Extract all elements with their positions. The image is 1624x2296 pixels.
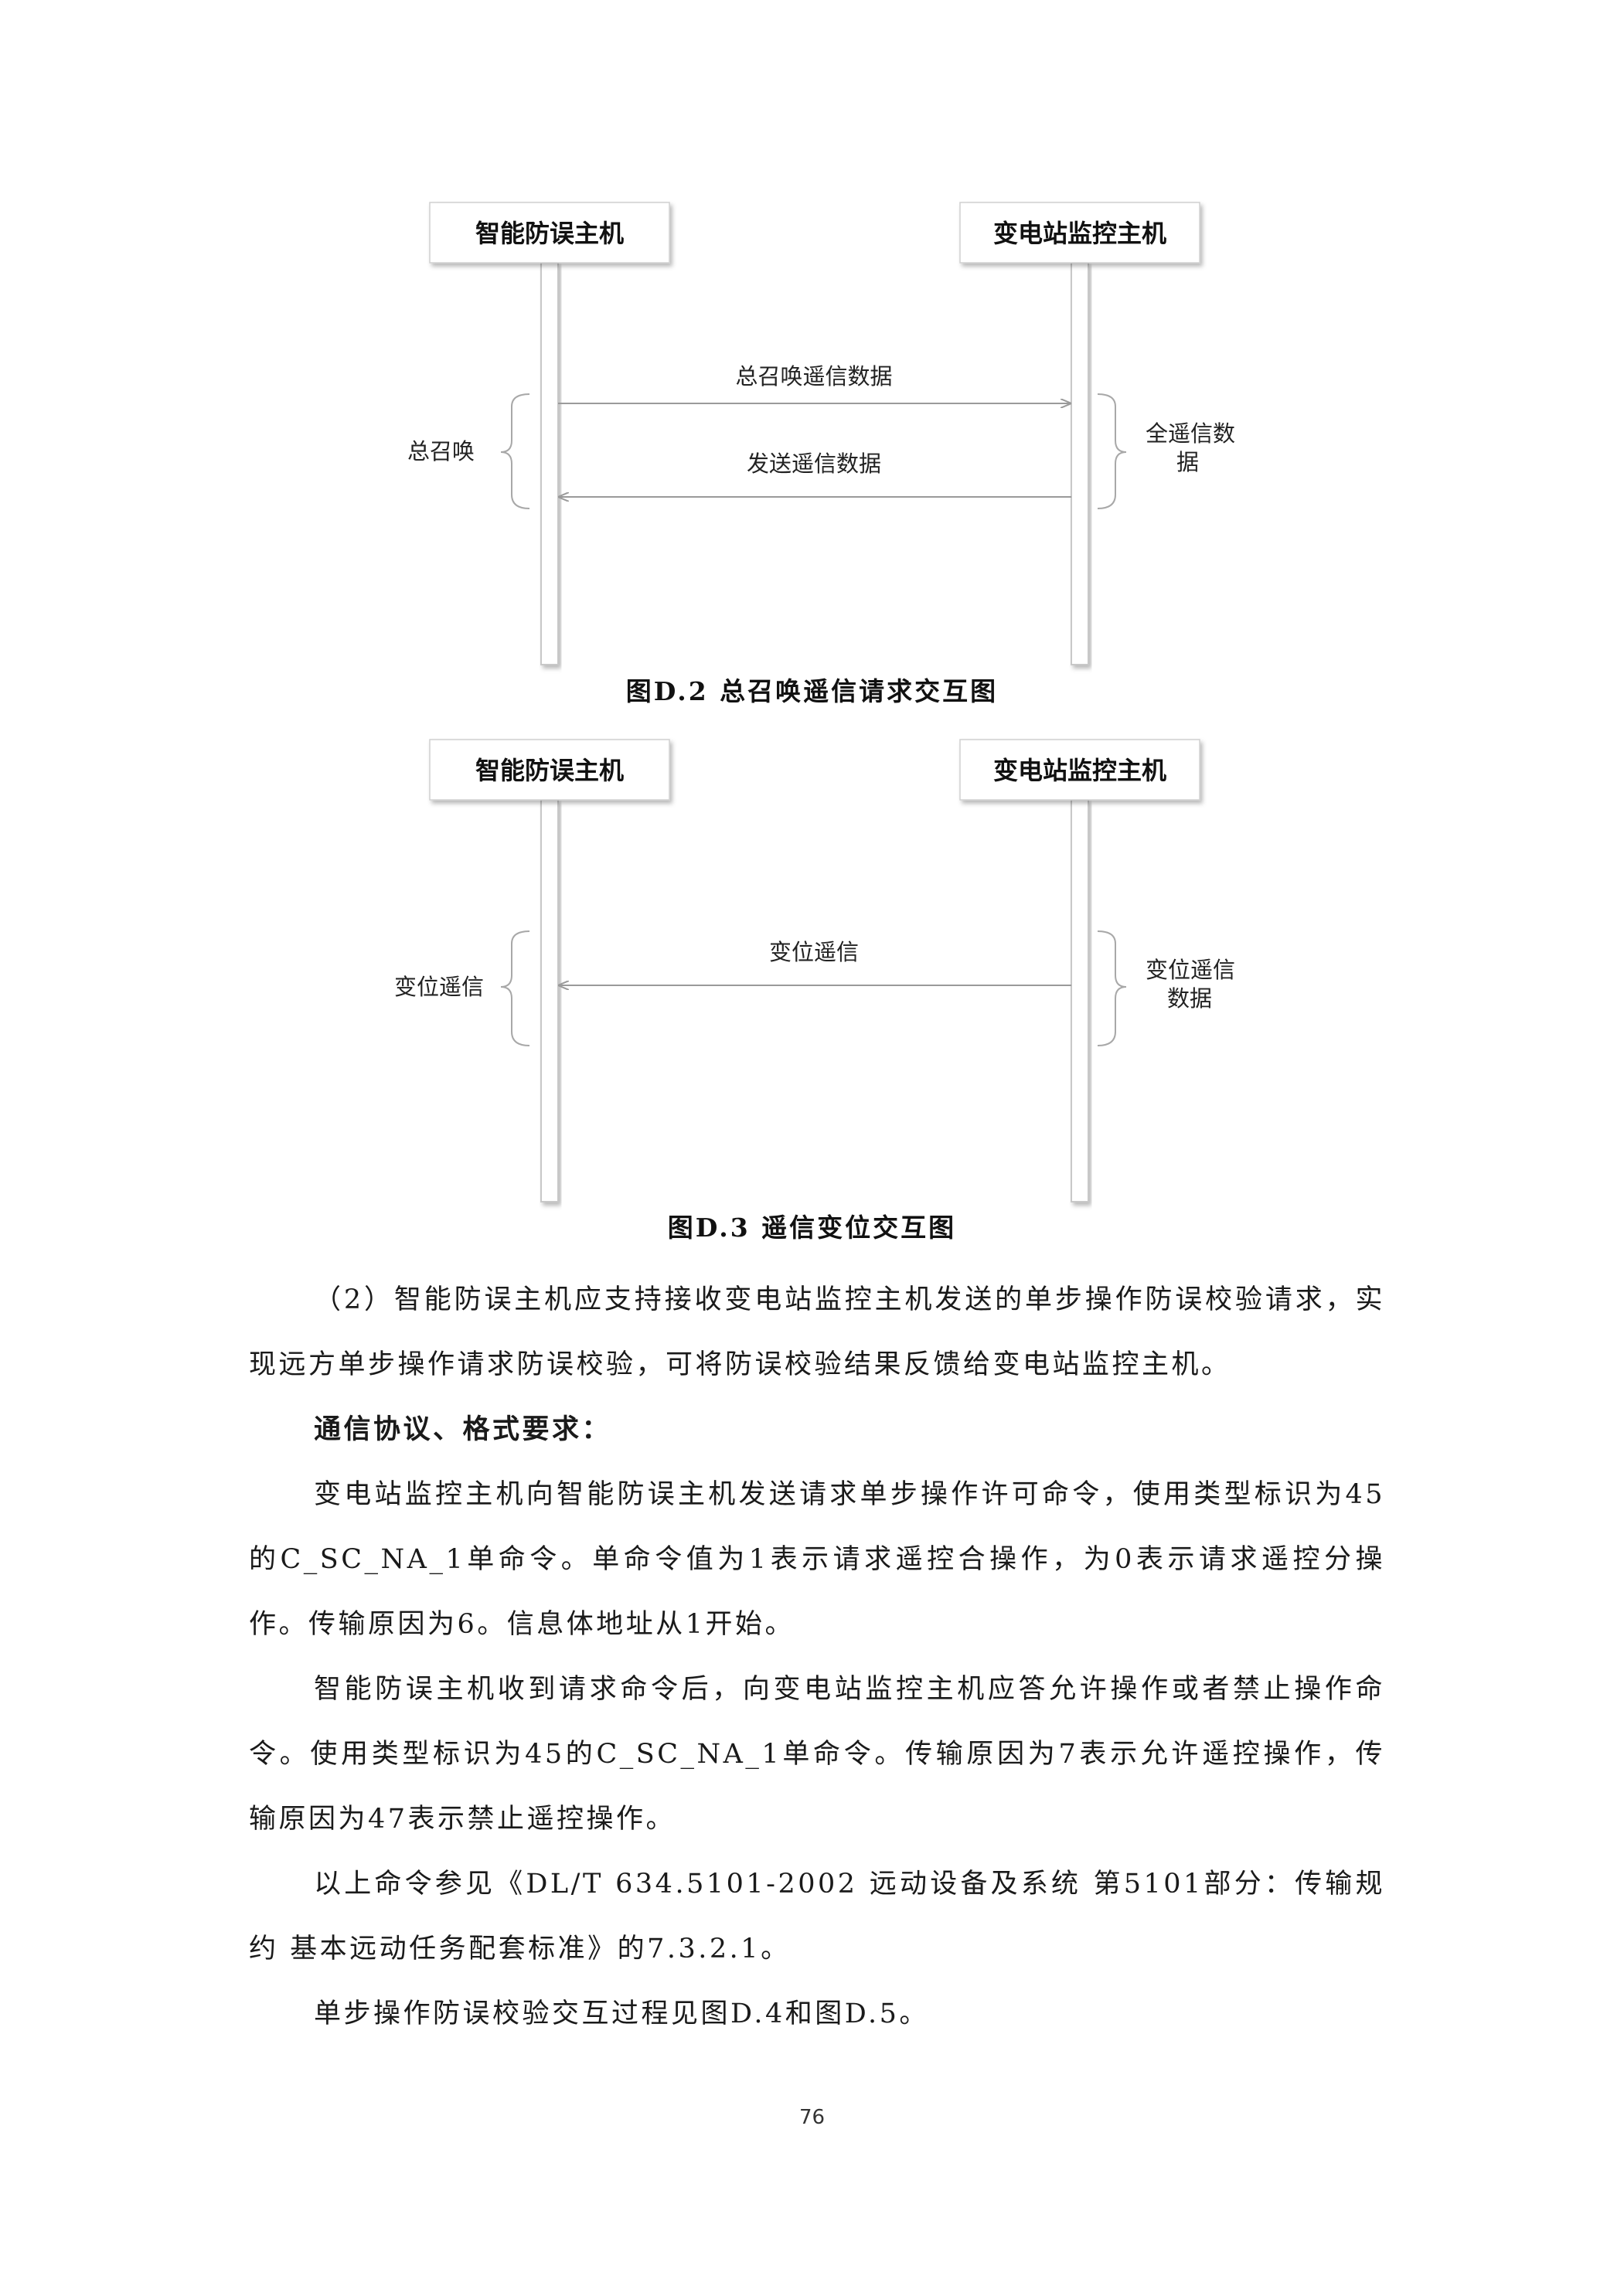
figure-caption-d3: 图D.3 遥信变位交互图: [667, 1213, 957, 1243]
paragraph-1: （2）智能防误主机应支持接收变电站监控主机发送的单步操作防误校验请求，实现远方单…: [249, 1284, 1385, 1380]
message-label-1: 总召唤遥信数据: [735, 363, 892, 389]
left-header: 智能防误主机: [475, 219, 624, 248]
left-header-box: [429, 739, 670, 801]
left-lifeline: [540, 799, 559, 1202]
right-side-label-line2: 据: [1176, 449, 1199, 475]
message-label-2: 发送遥信数据: [747, 451, 881, 477]
right-brace: [1097, 393, 1127, 509]
figure-caption-d2: 图D.2 总召唤遥信请求交互图: [625, 676, 999, 706]
section-heading: 通信协议、格式要求：: [314, 1413, 612, 1445]
right-side-label-line1: 变位遥信: [1146, 957, 1235, 983]
body-text: （2）智能防误主机应支持接收变电站监控主机发送的单步操作防误校验请求，实现远方单…: [249, 1267, 1385, 2046]
right-header-box: [959, 202, 1200, 264]
paragraph-5: 单步操作防误校验交互过程见图D.4和图D.5。: [314, 1998, 929, 2029]
paragraph-4: 以上命令参见《DL/T 634.5101-2002 远动设备及系统 第5101部…: [249, 1869, 1385, 1964]
left-brace: [500, 930, 530, 1046]
left-side-label: 总召唤: [407, 438, 475, 464]
right-header: 变电站监控主机: [993, 219, 1166, 248]
left-header-box: [429, 202, 670, 264]
right-header-box: [959, 739, 1200, 801]
right-side-label-line1: 全遥信数: [1146, 420, 1235, 447]
right-header: 变电站监控主机: [993, 756, 1166, 785]
right-brace: [1097, 930, 1127, 1046]
right-lifeline: [1071, 262, 1089, 665]
paragraph-2: 变电站监控主机向智能防误主机发送请求单步操作许可命令，使用类型标识为45的C_S…: [249, 1479, 1385, 1640]
sequence-diagram-general-call: 智能防误主机 变电站监控主机 总召唤遥信数据 发送遥信数据 总召唤 全遥信数 据: [407, 202, 1235, 665]
paragraph-3: 智能防误主机收到请求命令后，向变电站监控主机应答允许操作或者禁止操作命令。使用类…: [249, 1674, 1385, 1835]
sequence-diagram-position-change: 智能防误主机 变电站监控主机 变位遥信 变位遥信 变位遥信 数据: [394, 739, 1235, 1202]
left-lifeline: [540, 262, 559, 665]
left-side-label: 变位遥信: [394, 974, 484, 1000]
left-brace: [500, 393, 530, 509]
right-lifeline: [1071, 799, 1089, 1202]
right-side-label-line2: 数据: [1167, 985, 1212, 1012]
left-header: 智能防误主机: [475, 756, 624, 785]
page-number: 76: [798, 2106, 826, 2129]
message-label-1: 变位遥信: [769, 939, 859, 965]
